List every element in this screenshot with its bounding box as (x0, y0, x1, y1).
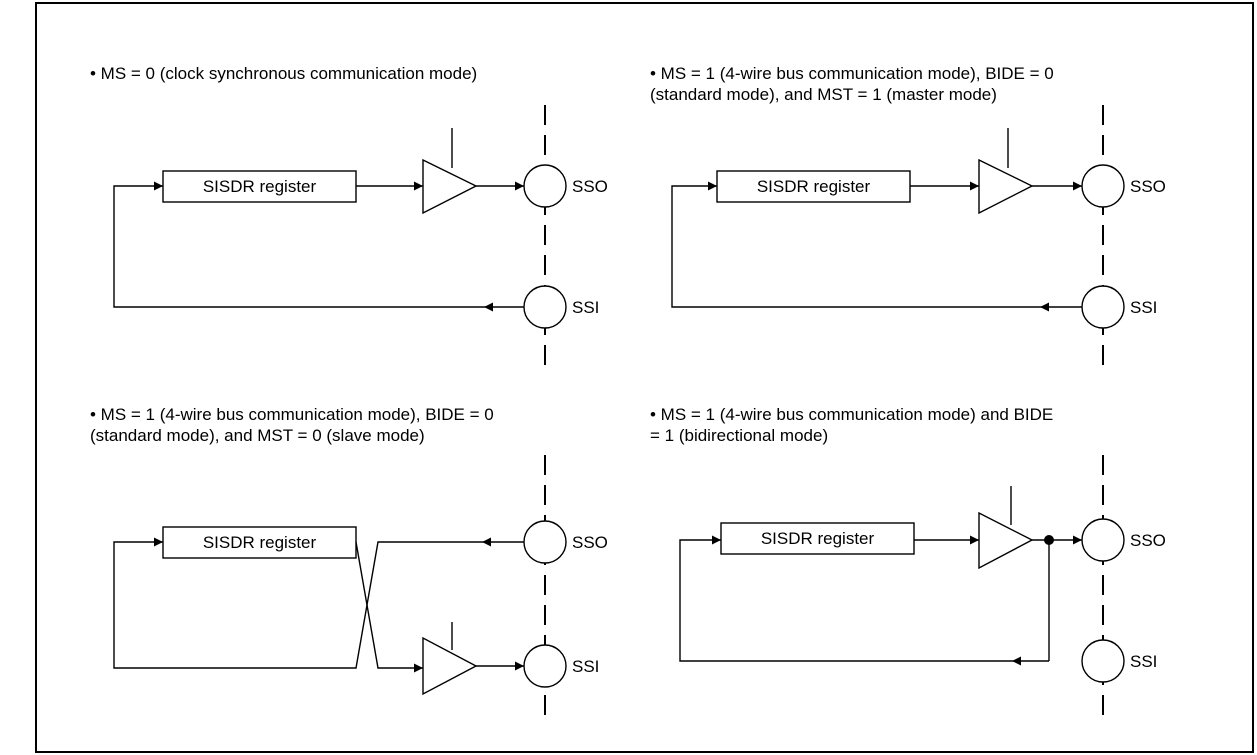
sso-pin (523, 164, 567, 208)
output-buffer (978, 158, 1034, 215)
ssi-pin (1081, 639, 1125, 683)
sisdr-register-box (716, 170, 911, 203)
output-buffer (978, 511, 1034, 570)
ssi-label: SSI (572, 298, 599, 317)
sisdr-register-box (162, 170, 357, 203)
caption-line: • MS = 1 (4-wire bus communication mode)… (90, 405, 494, 424)
output-buffer (422, 158, 478, 215)
diagram-bidirectional-mode: • MS = 1 (4-wire bus communication mode)… (650, 405, 1166, 715)
caption-line: = 1 (bidirectional mode) (650, 426, 828, 445)
caption-line: • MS = 1 (4-wire bus communication mode)… (650, 64, 1054, 83)
caption-line: • MS = 1 (4-wire bus communication mode)… (650, 405, 1053, 424)
sso-pin (523, 520, 567, 564)
sso-label: SSO (1130, 531, 1166, 550)
ssi-label: SSI (1130, 298, 1157, 317)
sso-pin (1081, 164, 1125, 208)
figure-frame (35, 2, 1254, 753)
caption-line: • MS = 0 (clock synchronous communicatio… (90, 64, 477, 83)
ssi-pin (1081, 285, 1125, 329)
diagram-slave-mode: • MS = 1 (4-wire bus communication mode)… (90, 405, 608, 715)
sso-label: SSO (1130, 177, 1166, 196)
register-label: SISDR register (757, 177, 871, 196)
ssi-to-register-wire (671, 181, 1040, 308)
sso-label: SSO (572, 533, 608, 552)
sisdr-register-box (720, 522, 915, 555)
diagram-master-mode: • MS = 1 (4-wire bus communication mode)… (650, 64, 1166, 365)
sso-label: SSO (572, 177, 608, 196)
caption-line: (standard mode), and MST = 0 (slave mode… (90, 426, 425, 445)
register-label: SISDR register (203, 533, 317, 552)
register-label: SISDR register (203, 177, 317, 196)
sso-pin (1081, 518, 1125, 562)
register-to-buffer-wire (355, 541, 423, 673)
feedback-to-register-wire (679, 535, 1012, 662)
ssi-pin (523, 285, 567, 329)
ssi-label: SSI (1130, 652, 1157, 671)
ssi-to-register-wire (113, 181, 484, 308)
register-label: SISDR register (761, 529, 875, 548)
output-buffer (422, 636, 478, 696)
caption-line: (standard mode), and MST = 1 (master mod… (650, 85, 997, 104)
sso-to-register-wire (113, 537, 482, 669)
ssi-label: SSI (572, 657, 599, 676)
diagram-clock-sync: • MS = 0 (clock synchronous communicatio… (90, 64, 608, 365)
ssi-pin (523, 644, 567, 688)
